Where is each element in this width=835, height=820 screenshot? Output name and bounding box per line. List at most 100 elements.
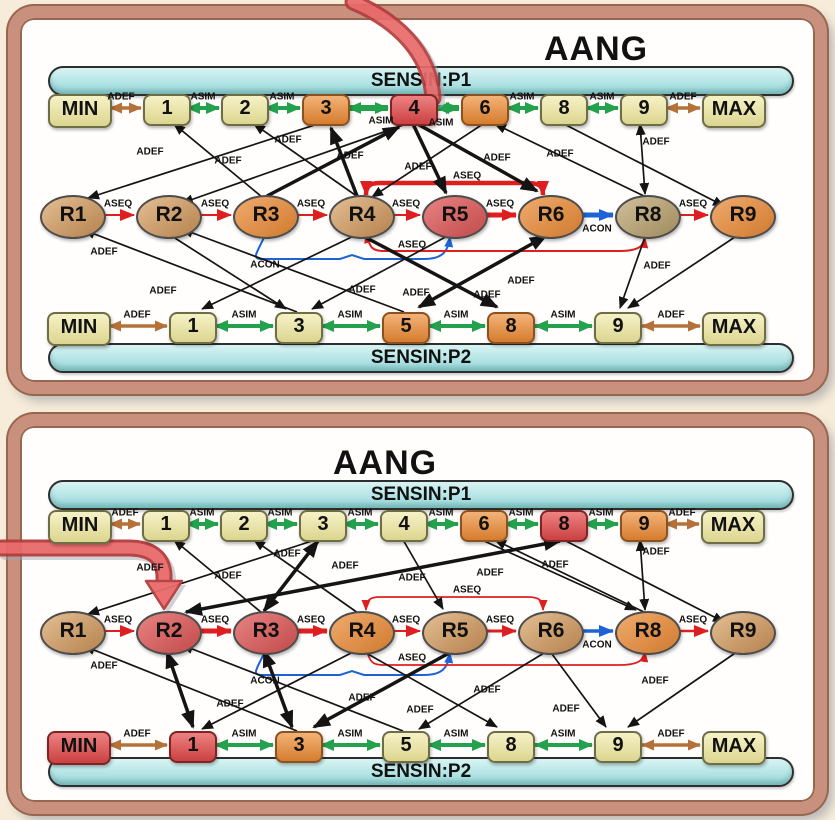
edge-label-aseq: ASEQ [452,170,482,182]
edge-blk [87,121,325,200]
panel2-title: AANG [333,444,438,482]
edge-label-asim: ASIM [269,91,295,103]
node-p2-top-2: 2 [220,510,268,542]
node-p1-bottom-max: MAX [702,312,766,346]
edge-label-adef: ADEF [216,698,244,710]
edge-label-aseq: ASEQ [391,198,421,210]
node-p2-mid-r4: R4 [329,611,395,655]
node-p1-top-9: 9 [620,94,668,126]
node-p1-mid-r6: R6 [518,195,584,239]
edge-label-aseq: ASEQ [678,614,708,626]
edge-label-asim: ASIM [508,507,534,519]
node-p2-top-3: 3 [299,510,347,542]
edge-label-asim: ASIM [509,91,535,103]
node-p2-top-8: 8 [540,510,588,542]
edge-label-aseq: ASEQ [200,614,230,626]
edge-label-adef: ADEF [473,289,501,301]
edge-blue [254,648,454,676]
edge-label-aseq: ASEQ [485,614,515,626]
node-p1-top-4: 4 [390,94,438,126]
edge-blk [253,123,359,198]
edge-label-adef: ADEF [214,155,242,167]
edge-label-asim: ASIM [588,507,614,519]
node-p2-bottom-8: 8 [487,731,535,763]
edge-label-adef: ADEF [546,148,574,160]
edge-label-adef: ADEF [642,546,670,558]
edge-label-adef: ADEF [404,161,432,173]
node-p1-top-2: 2 [221,94,269,126]
edge-label-aseq: ASEQ [485,198,515,210]
edge-label-asim: ASIM [337,309,363,321]
edge-label-aseq: ASEQ [103,198,133,210]
edge-label-adef: ADEF [657,309,685,321]
edge-label-adef: ADEF [541,559,569,571]
edge-label-asim: ASIM [267,507,293,519]
edge-label-aseq: ASEQ [391,614,421,626]
edge-label-adef: ADEF [123,728,151,740]
sensin-p2-bar-panel1: SENSIN:P2 [48,343,794,373]
edge-label-asim: ASIM [443,309,469,321]
node-p1-mid-r9: R9 [710,195,776,239]
edge-label-asim: ASIM [337,728,363,740]
node-p2-bottom-1: 1 [169,731,217,763]
edge-blk [181,121,413,205]
edge-label-aseq: ASEQ [452,584,482,596]
edge-label-adef: ADEF [406,704,434,716]
edge-label-adef: ADEF [214,570,242,582]
node-p1-bottom-8: 8 [487,312,535,344]
node-p1-mid-r1: R1 [40,195,106,239]
node-p1-mid-r2: R2 [136,195,202,239]
edge-label-acon: ACON [250,675,280,687]
edge-label-adef: ADEF [398,572,426,584]
edge-label-adef: ADEF [90,246,118,258]
edge-blk [410,121,448,195]
edge-blk [83,229,298,313]
node-p1-top-min: MIN [48,94,112,128]
node-p1-bottom-5: 5 [382,312,430,344]
node-p2-mid-r5: R5 [422,611,488,655]
edge-label-adef: ADEF [483,152,511,164]
edge-red [365,648,649,666]
edge-label-acon: ACON [582,639,612,651]
edge-label-adef: ADEF [348,284,376,296]
edge-label-asim: ASIM [428,117,454,129]
edge-label-aseq: ASEQ [200,198,230,210]
edge-label-aseq: ASEQ [296,614,326,626]
edge-blk [358,648,498,728]
edge-blk [262,649,294,729]
node-p1-bottom-min: MIN [47,312,111,346]
edge-blk [618,233,647,309]
edge-label-adef: ADEF [136,562,164,574]
edge-blk [266,125,401,198]
node-p2-bottom-max: MAX [702,731,766,765]
node-p2-top-6: 6 [460,510,508,542]
edge-label-adef: ADEF [402,287,430,299]
node-p1-bottom-3: 3 [275,312,323,344]
node-p1-mid-r5: R5 [422,195,488,239]
edge-label-acon: ACON [250,259,280,271]
edge-blk [181,228,405,313]
node-p2-top-9: 9 [620,510,668,542]
edge-label-adef: ADEF [331,560,359,572]
edge-blk [413,120,539,193]
edge-blk [262,539,320,613]
edge-blk [418,649,550,730]
edge-label-adef: ADEF [336,150,364,162]
edge-blk [371,123,484,198]
edge-label-adef: ADEF [348,692,376,704]
node-p1-top-6: 6 [461,94,509,126]
entry-arrow-top [344,0,445,109]
node-p2-mid-r6: R6 [518,611,584,655]
edge-label-adef: ADEF [107,91,135,103]
node-p2-mid-r8: R8 [615,611,681,655]
node-p2-top-min: MIN [48,510,112,544]
node-p1-mid-r8: R8 [615,195,681,239]
node-p2-mid-r1: R1 [40,611,106,655]
node-p2-top-max: MAX [701,510,765,544]
edge-label-asim: ASIM [428,507,454,519]
edge-label-asim: ASIM [550,728,576,740]
node-p1-bottom-9: 9 [594,312,642,344]
node-p2-mid-r3: R3 [233,611,299,655]
sensin-p1-bar-panel2: SENSIN:P1 [48,480,794,510]
